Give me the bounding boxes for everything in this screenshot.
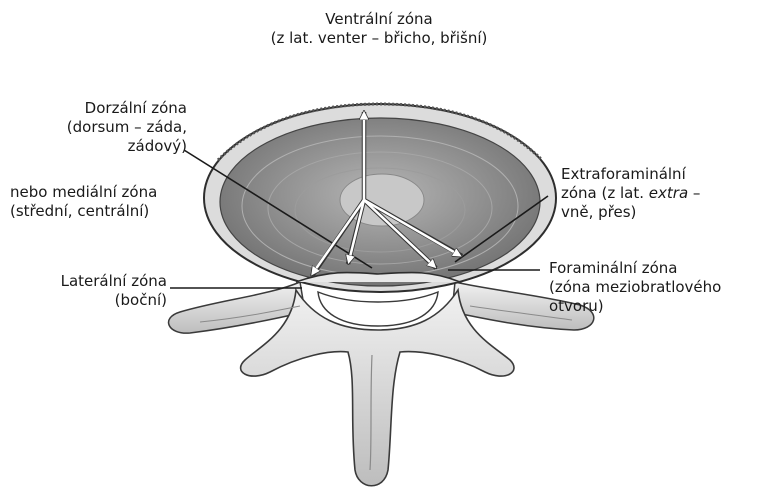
vertebral-arch — [169, 282, 594, 486]
ventral-zone-label: Ventrální zóna (z lat. venter – břicho, … — [226, 10, 532, 48]
foraminal-zone-title: Foraminální zóna — [549, 259, 721, 278]
extraforaminal-zone-desc-1a: zóna (z lat. — [561, 184, 649, 202]
extraforaminal-zone-title: Extraforaminální — [561, 165, 700, 184]
medial-zone-desc: (střední, centrální) — [10, 202, 157, 221]
medial-zone-title: nebo mediální zóna — [10, 183, 157, 202]
extraforaminal-zone-desc-2: vně, přes) — [561, 203, 700, 222]
extraforaminal-zone-label: Extraforaminální zóna (z lat. extra – vn… — [561, 165, 700, 222]
medial-zone-label: nebo mediální zóna (střední, centrální) — [10, 183, 157, 221]
lateral-zone-desc: (boční) — [20, 291, 167, 310]
foraminal-zone-desc-2: otvoru) — [549, 297, 721, 316]
extraforaminal-zone-desc-1c: – — [688, 184, 700, 202]
vertebral-body — [204, 104, 556, 292]
dorsal-zone-desc-2: zádový) — [40, 137, 187, 156]
foraminal-zone-label: Foraminální zóna (zóna meziobratlového o… — [549, 259, 721, 316]
dorsal-zone-title: Dorzální zóna — [40, 99, 187, 118]
foraminal-zone-desc-1: (zóna meziobratlového — [549, 278, 721, 297]
ventral-zone-desc: (z lat. venter – břicho, břišní) — [226, 29, 532, 48]
ventral-zone-title: Ventrální zóna — [226, 10, 532, 29]
extraforaminal-zone-desc-1: zóna (z lat. extra – — [561, 184, 700, 203]
lateral-zone-label: Laterální zóna (boční) — [20, 272, 167, 310]
extraforaminal-zone-desc-1b: extra — [649, 184, 688, 202]
dorsal-zone-label: Dorzální zóna (dorsum – záda, zádový) — [40, 99, 187, 156]
dorsal-zone-desc-1: (dorsum – záda, — [40, 118, 187, 137]
lateral-zone-title: Laterální zóna — [20, 272, 167, 291]
